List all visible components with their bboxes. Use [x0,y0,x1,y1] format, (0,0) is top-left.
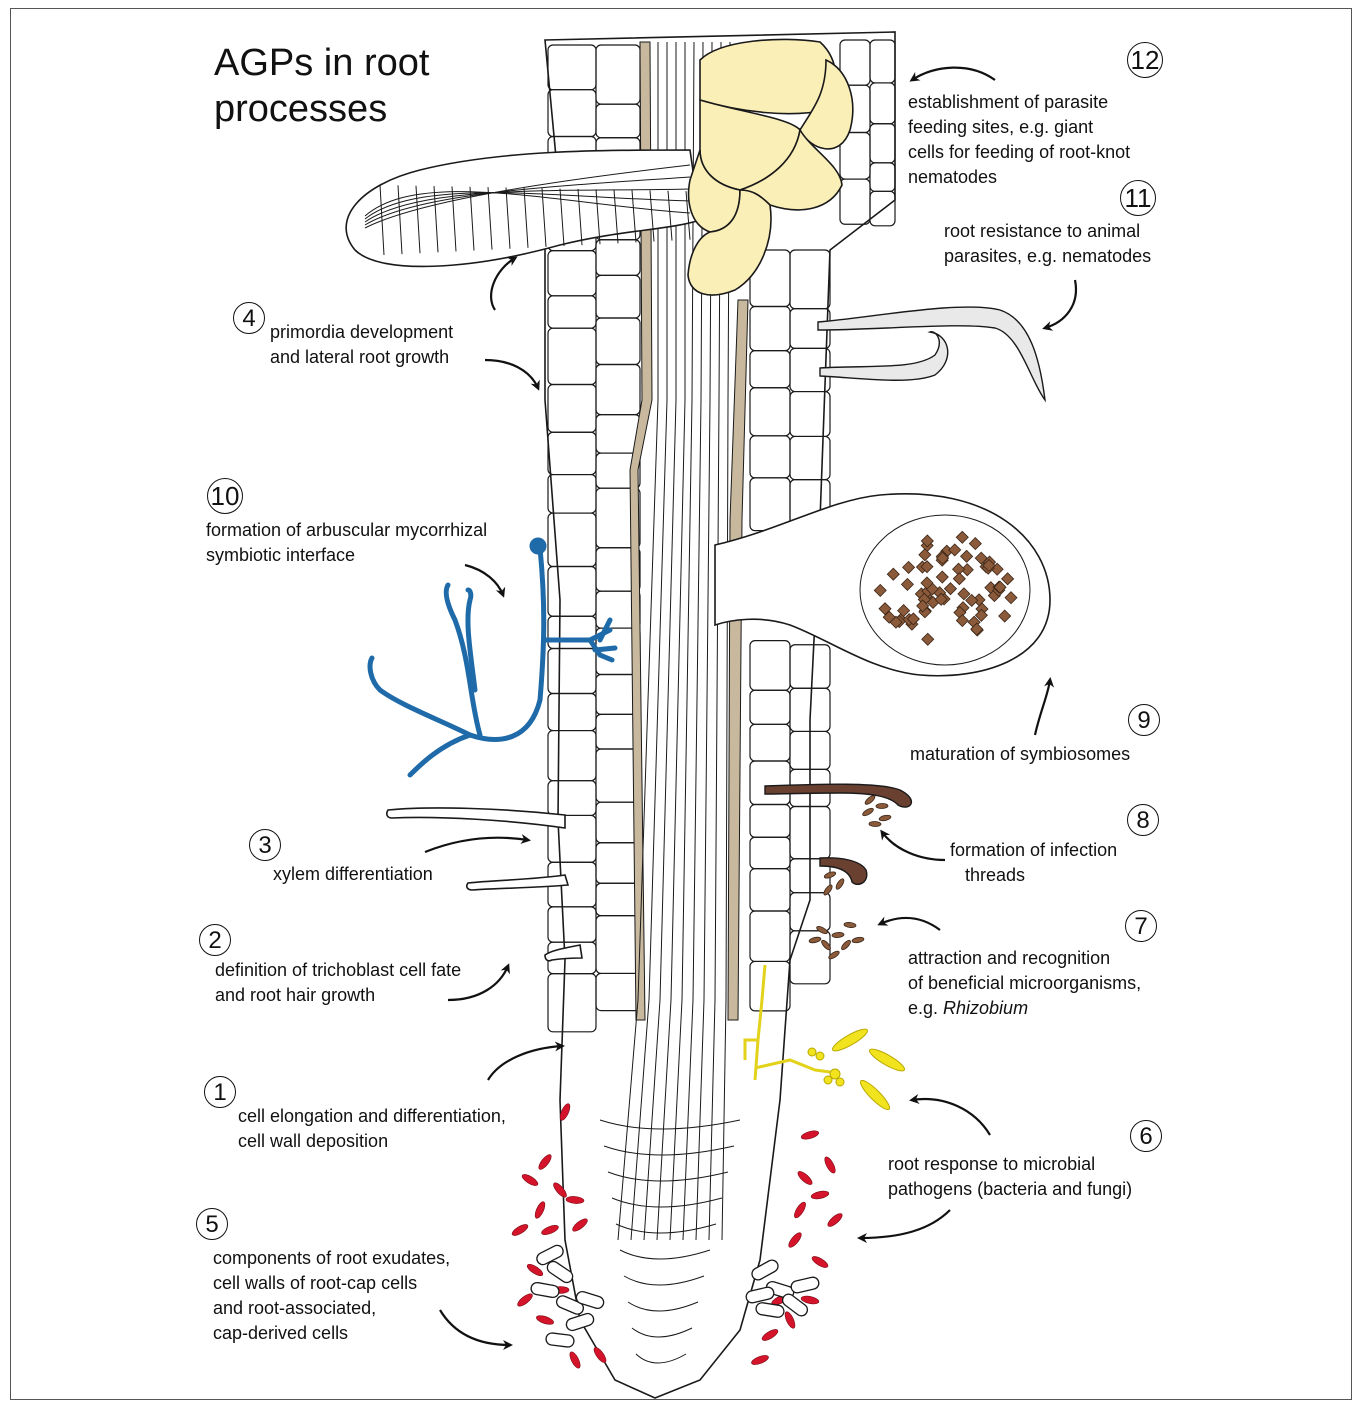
label-6: root response to microbial pathogens (ba… [888,1152,1132,1202]
number-6: 6 [1130,1120,1162,1152]
number-10: 10 [207,478,243,514]
root-hair-2 [467,875,568,890]
label-2: definition of trichoblast cell fate and … [215,958,461,1008]
number-7: 7 [1125,910,1157,942]
label-9: maturation of symbiosomes [910,742,1130,767]
number-5: 5 [196,1208,228,1240]
title-line-2: processes [214,86,429,132]
arrow-8 [882,832,945,860]
spore [532,540,544,552]
label-4: primordia development and lateral root g… [270,320,453,370]
label-12: establishment of parasite feeding sites,… [908,90,1130,190]
arrow-12 [912,68,995,80]
nematode-upper [818,307,1045,400]
arrow-9 [1035,680,1050,735]
number-8: 8 [1127,804,1159,836]
label-11: root resistance to animal parasites, e.g… [944,219,1151,269]
label-1: cell elongation and differentiation, cel… [238,1104,506,1154]
figure-title: AGPs in root processes [214,40,429,132]
giant-cell-1 [700,39,836,113]
label-10: formation of arbuscular mycorrhizal symb… [206,518,487,568]
arrow-4a [491,258,515,310]
title-line-1: AGPs in root [214,40,429,86]
number-9: 9 [1128,704,1160,736]
arrow-3 [425,838,528,852]
arrow-11 [1045,280,1076,328]
number-12: 12 [1127,42,1163,78]
number-11: 11 [1120,180,1156,216]
label-5: components of root exudates, cell walls … [213,1246,450,1346]
arrow-4b [485,360,538,388]
label-7: attraction and recognition of beneficial… [908,946,1141,1021]
number-1: 1 [204,1076,236,1108]
number-2: 2 [199,924,231,956]
arrow-6 [912,1099,990,1135]
label-3: xylem differentiation [273,862,433,887]
arrow-5 [440,1310,510,1345]
arrow-1 [488,1046,562,1080]
root-hair-3 [545,945,582,961]
label-8: formation of infection threads [950,838,1117,888]
nematodes [818,307,1045,400]
number-3: 3 [249,829,281,861]
arrow-7 [880,918,940,930]
root-hair-1 [387,808,565,828]
arrow-6b [860,1210,950,1238]
nematode-lower [820,332,948,381]
number-4: 4 [233,302,265,334]
